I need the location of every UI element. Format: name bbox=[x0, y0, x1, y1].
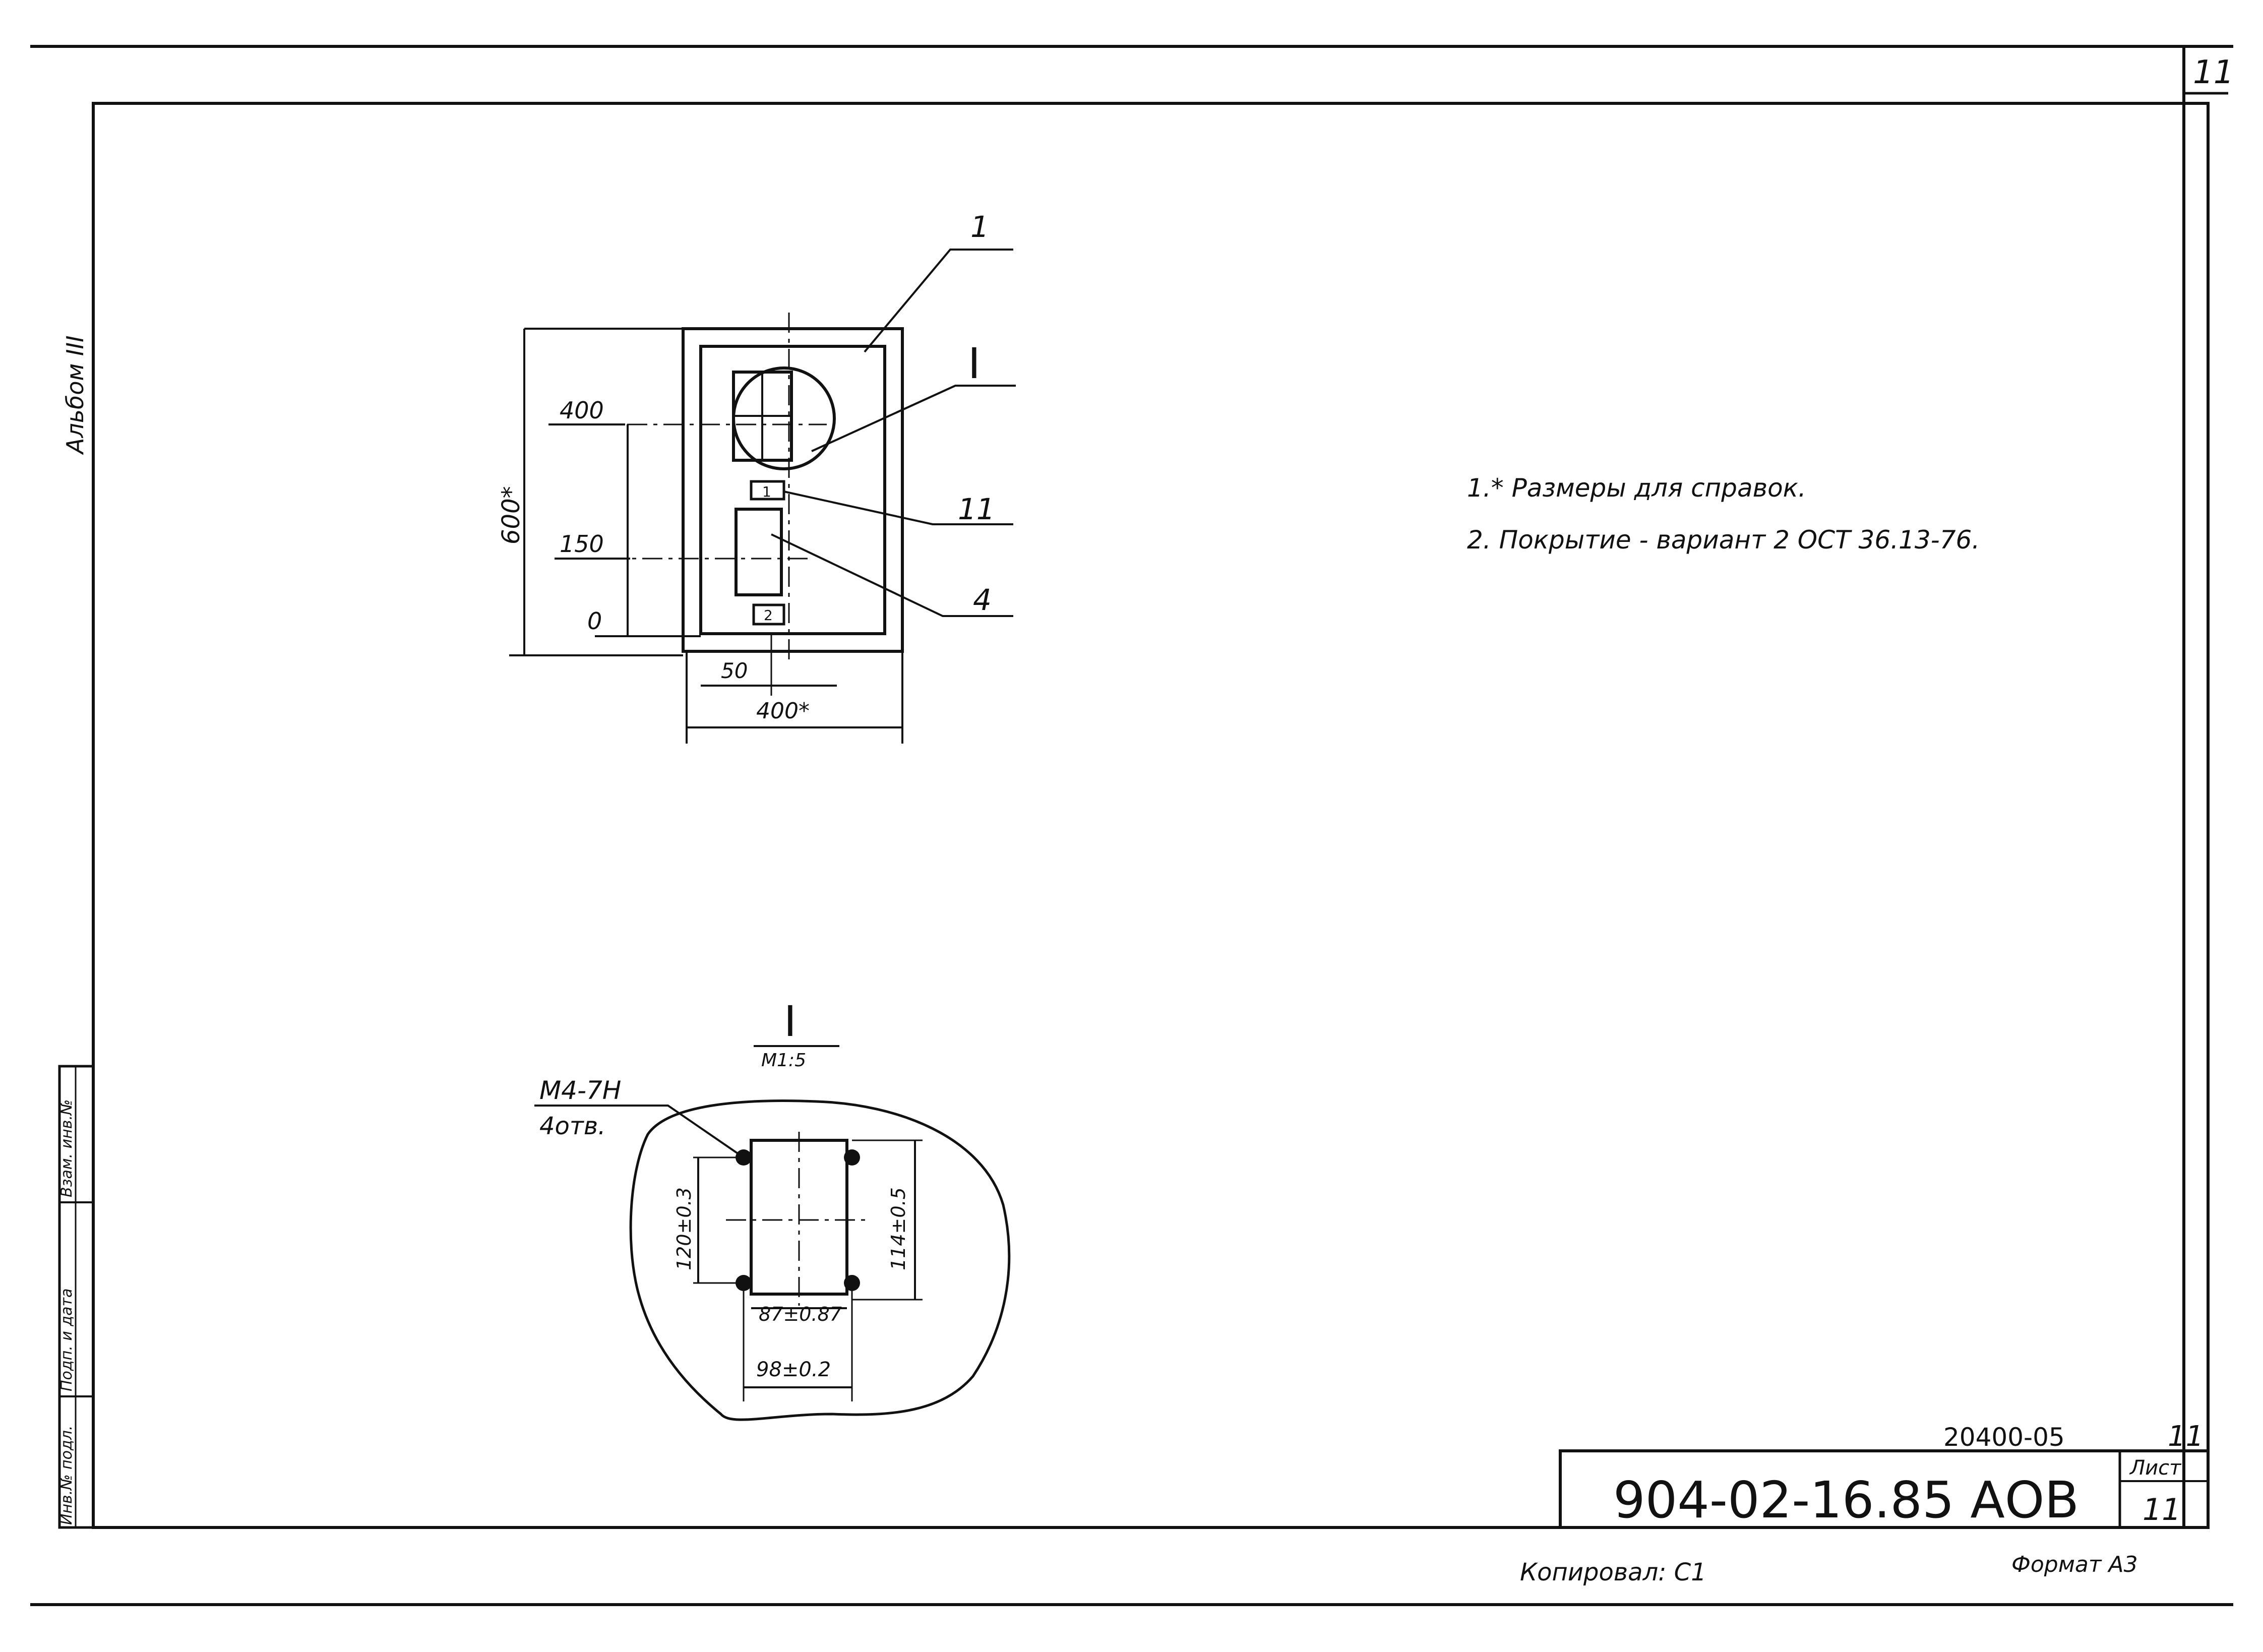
holes-count-label: 4отв. bbox=[539, 1112, 605, 1140]
detail-number-1: 1 bbox=[762, 483, 771, 500]
stamp-replace-inv: Взам. инв.№ bbox=[58, 1099, 76, 1197]
thread-label: М4-7Н bbox=[539, 1076, 621, 1105]
detail-view bbox=[534, 1045, 1011, 1421]
leader-label-1: 1 bbox=[970, 210, 989, 244]
dim-hole-spacing-left: 120±0.3 bbox=[673, 1187, 695, 1270]
detail-scale: М1:5 bbox=[761, 1050, 806, 1071]
dim-hole-spacing-right: 114±0.5 bbox=[887, 1187, 909, 1270]
leader-label-4: 4 bbox=[973, 583, 992, 617]
leader-label-section-i: I bbox=[968, 339, 981, 388]
stamp-signature-date: Подп. и дата bbox=[58, 1289, 76, 1391]
title-code-sheet: 11 bbox=[2168, 1420, 2204, 1453]
dim-hole-spacing-inner: 87±0.87 bbox=[759, 1303, 842, 1325]
note-2: 2. Покрытие - вариант 2 ОСТ 36.13-76. bbox=[1467, 525, 1980, 555]
side-stamp bbox=[58, 1065, 95, 1529]
footer-copied: Копировал: С1 bbox=[1520, 1558, 1706, 1586]
dim-offset-50: 50 bbox=[721, 658, 748, 683]
dim-height-total: 600* bbox=[497, 486, 525, 544]
title-block bbox=[1559, 1449, 2210, 1529]
title-code: 20400-05 bbox=[1943, 1423, 2065, 1452]
sheet-frame bbox=[30, 45, 2233, 1606]
leader-label-11: 11 bbox=[958, 492, 995, 526]
dim-hole-spacing-outer: 98±0.2 bbox=[756, 1358, 831, 1381]
detail-title: I bbox=[784, 997, 797, 1046]
detail-number-2: 2 bbox=[764, 607, 773, 624]
note-1: 1.* Размеры для справок. bbox=[1467, 473, 1806, 503]
dim-level-0: 0 bbox=[587, 607, 602, 635]
title-designation: 904-02-16.85 АОВ bbox=[1613, 1471, 2079, 1529]
title-sheet-number: 11 bbox=[2143, 1492, 2181, 1527]
dim-width-total: 400* bbox=[756, 698, 810, 724]
footer-format: Формат А3 bbox=[2011, 1552, 2138, 1577]
corner-sheet-number: 11 bbox=[2193, 54, 2234, 91]
main-view bbox=[509, 249, 1016, 744]
stamp-inv-number: Инв.№ подл. bbox=[58, 1426, 76, 1525]
dim-level-400: 400 bbox=[560, 397, 604, 424]
title-sheet-label: Лист bbox=[2129, 1456, 2182, 1480]
album-label: Альбом III bbox=[62, 335, 89, 455]
dim-level-150: 150 bbox=[560, 530, 604, 558]
